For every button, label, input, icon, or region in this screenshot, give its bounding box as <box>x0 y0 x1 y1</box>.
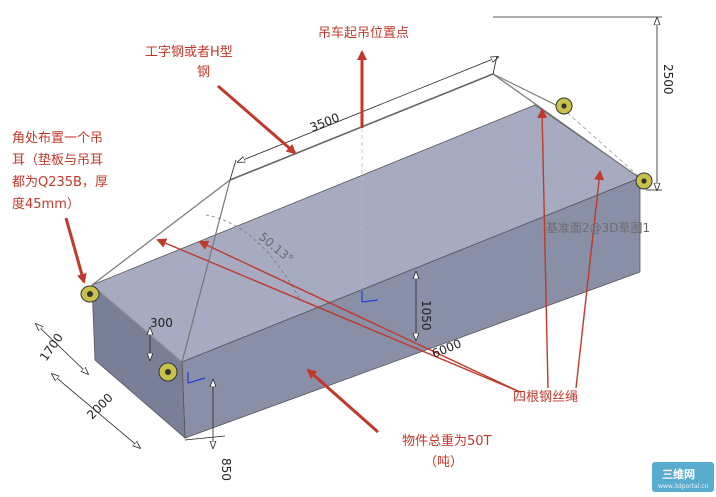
dim-text-1700: 1700 <box>37 331 66 364</box>
pointer-rope-4 <box>575 170 605 389</box>
rope-under-2 <box>91 284 183 363</box>
pointer-rope-2 <box>198 240 521 393</box>
rope-under-1 <box>561 107 645 182</box>
dim-text-300: 300 <box>150 316 173 330</box>
arrow-corner-lug <box>64 217 87 284</box>
watermark-url: www.3dportal.cn <box>658 483 709 490</box>
sketch-name-label: 基准面2@3D草图1 <box>546 221 650 235</box>
lug-corner-front <box>158 362 178 382</box>
dim-text-1050: 1050 <box>419 300 433 331</box>
label-weight-line1: 物件总重为50T <box>402 433 492 449</box>
dim-text-3500: 3500 <box>308 110 342 134</box>
dim-line-1700 <box>36 324 88 374</box>
arrow-beam <box>217 84 297 155</box>
dim-text-850: 850 <box>219 458 233 481</box>
label-beam-line2: 钢 <box>197 65 210 80</box>
wire-rope-2 <box>181 179 231 363</box>
wire-rope-3 <box>492 73 563 109</box>
pointer-rope-3 <box>537 108 549 389</box>
label-corner-lug-line4: 度45mm） <box>12 196 80 212</box>
label-wire-ropes: 四根钢丝绳 <box>513 390 578 405</box>
lug-corner-back <box>555 97 573 115</box>
watermark-text: 三维网 <box>662 467 695 481</box>
label-corner-lug-line3: 都为Q235B，厚 <box>12 175 108 190</box>
lug-corner-right <box>635 172 653 190</box>
label-lift-point: 吊车起吊位置点 <box>318 25 409 41</box>
origin-marker-2 <box>187 372 206 384</box>
dimension-lines <box>36 16 662 448</box>
pointer-rope-1 <box>156 238 521 393</box>
dim-text-2500: 2500 <box>661 64 675 95</box>
arrow-weight <box>306 368 379 434</box>
label-corner-lug-line2: 耳（垫板与吊耳 <box>12 152 103 168</box>
wire-rope-4 <box>492 73 645 182</box>
wire-rope-1 <box>91 179 231 286</box>
label-corner-lug-line1: 角处布置一个吊 <box>12 131 103 146</box>
label-beam-line1: 工字钢或者H型 <box>145 45 233 60</box>
label-weight-line2: （吨） <box>424 455 463 470</box>
dim-line-2000 <box>52 374 140 448</box>
annotation-arrows <box>64 50 379 434</box>
lug-corner-left <box>80 285 100 303</box>
watermark-logo: 三维网 www.3dportal.cn <box>652 462 714 492</box>
lifting-lugs <box>80 97 653 382</box>
rope-pointer-lines <box>156 108 605 393</box>
angle-arc <box>205 214 301 301</box>
dim-text-2000: 2000 <box>84 391 115 422</box>
origin-marker <box>361 291 379 303</box>
rigging <box>91 73 645 384</box>
dim-line-3500 <box>238 57 498 162</box>
cargo-box <box>91 104 641 439</box>
